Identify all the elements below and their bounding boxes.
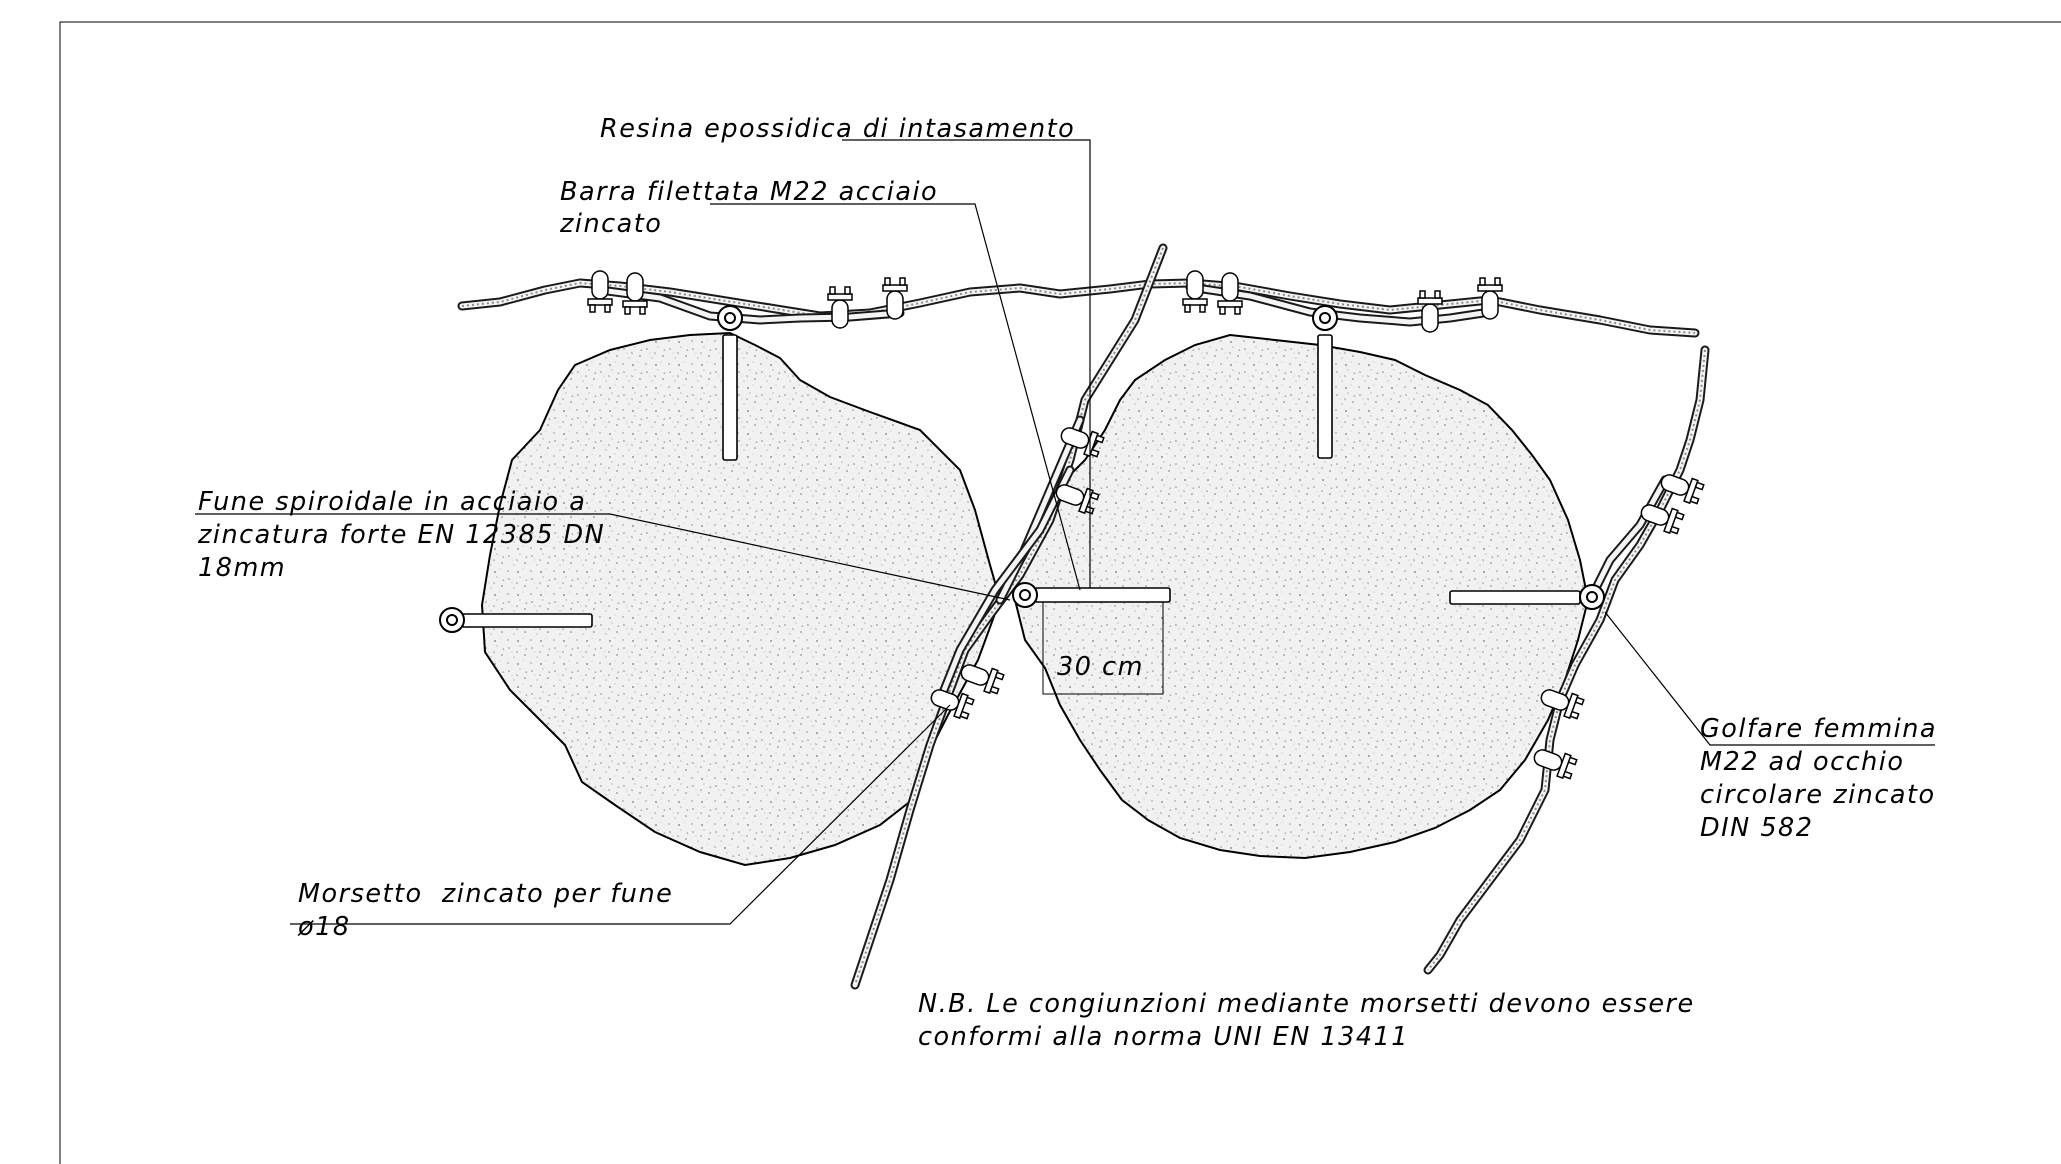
clamp-icon	[622, 272, 648, 315]
label-threaded-bar-line2: zincato	[559, 209, 662, 239]
dimension-box	[1042, 601, 1164, 695]
eyebolt-center-icon	[1012, 582, 1038, 608]
label-eyebolt-line1: Golfare femmina	[1700, 714, 1937, 744]
eyebolt-left-side-icon	[439, 607, 465, 633]
threaded-bar-right-top	[1317, 334, 1333, 459]
threaded-bars	[461, 334, 1581, 628]
leader-lines	[195, 139, 1935, 925]
clamp-icon	[1060, 427, 1105, 458]
left-boulder	[480, 331, 1002, 867]
clamp-icon	[1477, 277, 1503, 320]
eyebolt-right-top-icon	[1312, 305, 1338, 331]
threaded-bar-right-side	[1449, 590, 1581, 605]
clamp-icon	[827, 286, 853, 329]
clamp-icon	[1182, 270, 1208, 313]
label-clamp-line2: ø18	[297, 912, 351, 942]
note-line1: N.B. Le congiunzioni mediante morsetti d…	[918, 989, 1695, 1019]
clamp-icon	[1660, 474, 1705, 505]
eyebolt-right-side-icon	[1579, 584, 1605, 610]
rope-clamps	[587, 270, 1705, 780]
threaded-bar-left-top	[722, 334, 738, 461]
clamp-icon	[960, 664, 1005, 695]
clamp-icon	[882, 277, 908, 320]
label-eyebolt-line3: circolare zincato	[1700, 780, 1936, 810]
label-eyebolt-line2: M22 ad occhio	[1700, 747, 1904, 777]
clamp-icon	[1533, 749, 1578, 780]
note-line2: conformi alla norma UNI EN 13411	[918, 1022, 1409, 1052]
label-rope-line3: 18mm	[198, 553, 286, 583]
label-threaded-bar-line1: Barra filettata M22 acciaio	[560, 177, 938, 207]
label-resin: Resina epossidica di intasamento	[600, 114, 1075, 144]
eye-bolts	[439, 305, 1605, 633]
label-eyebolt-line4: DIN 582	[1700, 813, 1814, 843]
clamp-icon	[1640, 504, 1685, 535]
clamp-icon	[1417, 290, 1443, 333]
label-rope-line2: zincatura forte EN 12385 DN	[197, 520, 605, 550]
diagonal-steel-rope-right	[1423, 345, 1710, 975]
threaded-bar-center	[1034, 587, 1171, 603]
clamp-icon	[1217, 272, 1243, 315]
top-steel-rope	[457, 278, 1700, 338]
threaded-bar-left-side	[461, 613, 593, 628]
eyebolt-left-top-icon	[717, 305, 743, 331]
label-clamp-line1: Morsetto zincato per fune	[298, 879, 673, 909]
dimension-label: 30 cm	[1057, 652, 1144, 682]
sheet-border	[59, 21, 2061, 1164]
clamp-icon	[1540, 689, 1585, 720]
clamp-icon	[930, 689, 975, 720]
diagonal-steel-rope-center	[850, 243, 1168, 990]
label-rope-line1: Fune spiroidale in acciaio a	[198, 487, 586, 517]
clamp-icon	[587, 270, 613, 313]
